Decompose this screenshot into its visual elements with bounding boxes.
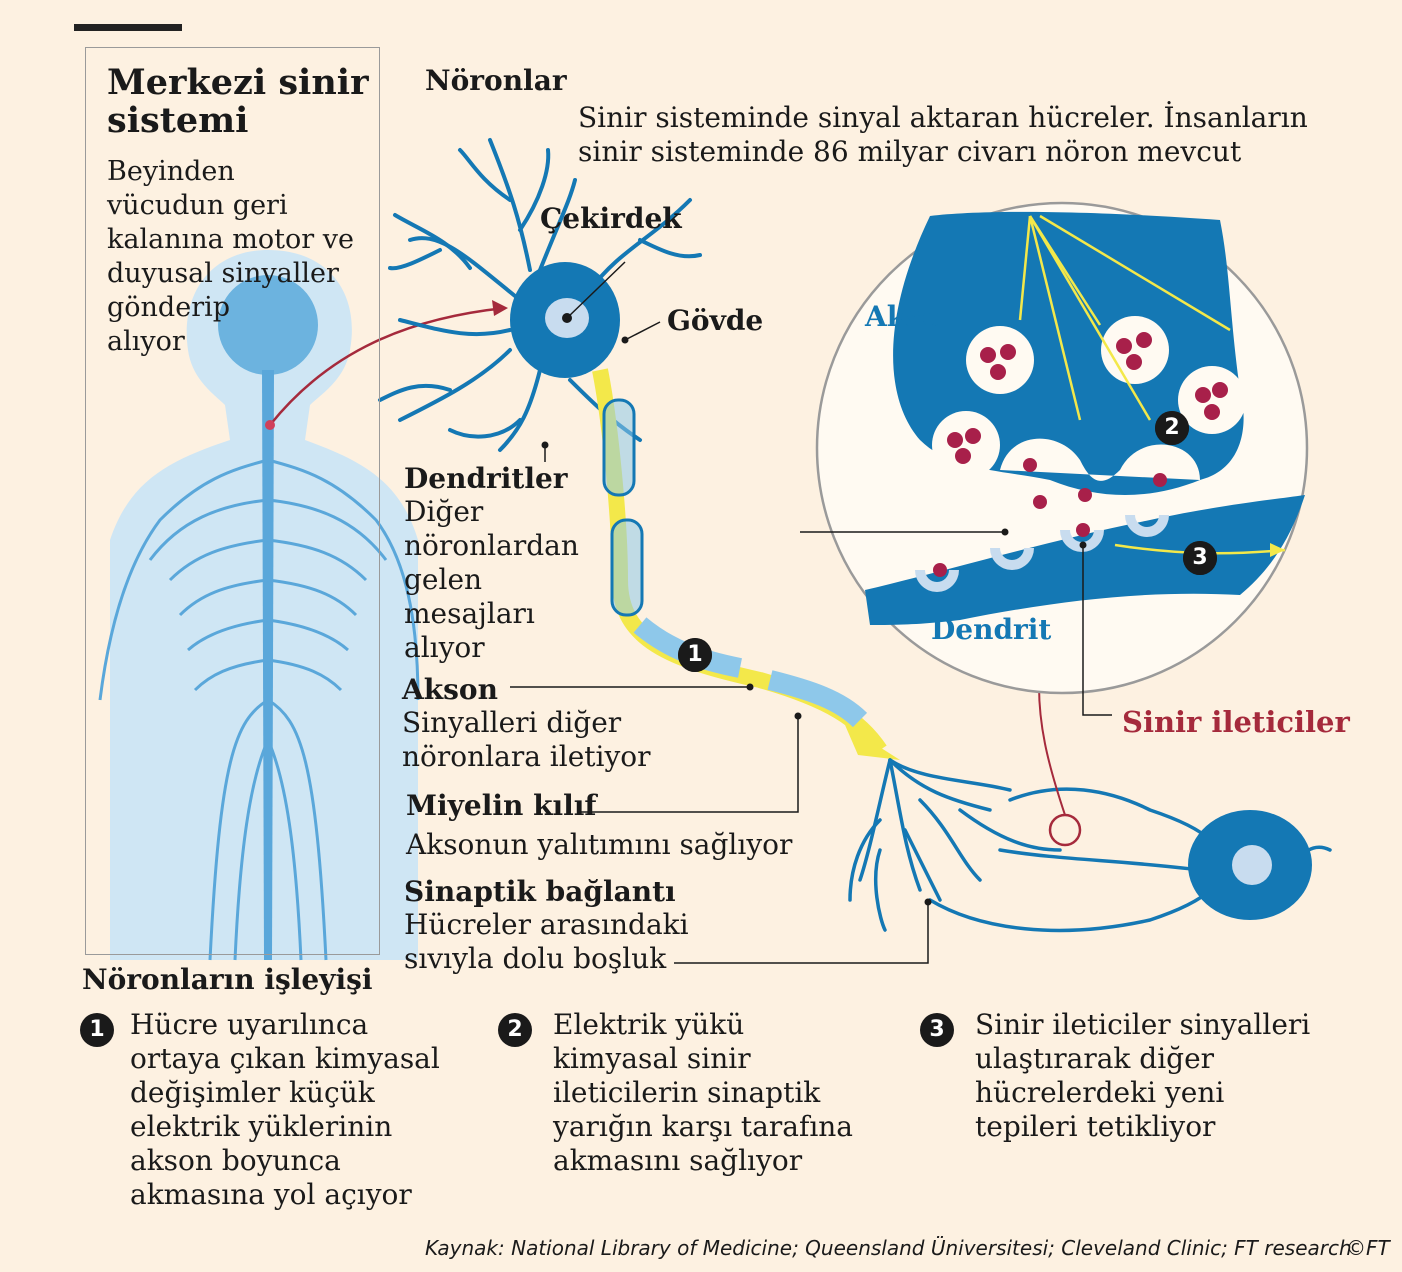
step-line: ortaya çıkan kimyasal — [130, 1042, 440, 1075]
step-2-text: Elektrik yükü kimyasal sinir ileticileri… — [553, 1008, 853, 1178]
synapse-desc-line: Hücreler arasındaki — [404, 908, 689, 941]
marker-3: 3 — [1183, 541, 1217, 575]
neurons-description: Sinir sisteminde sinyal aktaran hücreler… — [578, 101, 1378, 169]
dendrites-desc-line: mesajları — [404, 597, 535, 630]
cns-desc-line: vücudun geri — [107, 190, 288, 221]
how-title: Nöronların işleyişi — [82, 963, 373, 996]
step-line: ulaştırarak diğer — [975, 1042, 1215, 1075]
step-line: değişimler küçük — [130, 1076, 375, 1109]
cns-title: Merkezi sinir sistemi — [107, 62, 369, 141]
step-1-text: Hücre uyarılınca ortaya çıkan kimyasal d… — [130, 1008, 440, 1212]
cns-panel — [85, 47, 380, 955]
axon-title: Akson — [402, 673, 498, 706]
source-note: Kaynak: National Library of Medicine; Qu… — [425, 1236, 1352, 1260]
neurons-title: Nöronlar — [425, 64, 567, 97]
step-1-badge: 1 — [80, 1013, 114, 1047]
cns-desc-line: Beyinden — [107, 156, 235, 187]
neurons-desc-line: sinir sisteminde 86 milyar civarı nöron … — [578, 135, 1242, 168]
copyright: ©FT — [1346, 1236, 1390, 1260]
step-2-badge: 2 — [498, 1013, 532, 1047]
step-line: ileticilerin sinaptik — [553, 1076, 821, 1109]
cns-desc-line: kalanına motor ve — [107, 224, 354, 255]
step-line: akmasına yol açıyor — [130, 1178, 412, 1211]
axon-block: Akson Sinyalleri diğer nöronlara iletiyo… — [402, 673, 651, 774]
step-line: yarığın karşı tarafına — [553, 1110, 854, 1143]
myelin-desc: Aksonun yalıtımını sağlıyor — [406, 828, 793, 861]
nucleus-label: Çekirdek — [540, 202, 682, 235]
synapse-desc-line: sıvıyla dolu boşluk — [404, 942, 667, 975]
step-line: Elektrik yükü — [553, 1008, 745, 1041]
spine-to-neuron-arrow — [269, 306, 506, 426]
zoom-dendrite-label: Dendrit — [931, 613, 1052, 646]
cns-desc-line: alıyor — [107, 326, 185, 357]
step-line: hücrelerdeki yeni — [975, 1076, 1225, 1109]
step-line: akson boyunca — [130, 1144, 341, 1177]
neurons-desc-line: Sinir sisteminde sinyal aktaran hücreler… — [578, 101, 1308, 134]
step-line: kimyasal sinir — [553, 1042, 751, 1075]
dendrites-desc-line: gelen — [404, 563, 483, 596]
dendrites-desc-line: nöronlardan — [404, 529, 579, 562]
top-rule — [74, 24, 182, 31]
step-3-text: Sinir ileticiler sinyalleri ulaştırarak … — [975, 1008, 1310, 1144]
marker-2: 2 — [1155, 411, 1189, 445]
synapse-title: Sinaptik bağlantı — [404, 875, 676, 908]
step-line: akmasını sağlıyor — [553, 1144, 803, 1177]
step-line: Hücre uyarılınca — [130, 1008, 369, 1041]
axon-desc-line: Sinyalleri diğer — [402, 706, 622, 739]
myelin-block: Miyelin kılıf Aksonun yalıtımını sağlıyo… — [406, 789, 792, 862]
dendrites-title: Dendritler — [404, 462, 568, 495]
body-label: Gövde — [667, 304, 764, 337]
step-line: elektrik yüklerinin — [130, 1110, 393, 1143]
step-line: tepileri tetikliyor — [975, 1110, 1216, 1143]
dendrites-block: Dendritler Diğer nöronlardan gelen mesaj… — [404, 462, 579, 665]
step-line: Sinir ileticiler sinyalleri — [975, 1008, 1311, 1041]
synapse-block: Sinaptik bağlantı Hücreler arasındaki sı… — [404, 875, 689, 976]
dendrites-desc-line: Diğer — [404, 495, 484, 528]
dendrites-desc-line: alıyor — [404, 631, 485, 664]
cns-desc-line: gönderip — [107, 292, 231, 323]
zoom-axon-label: Akson — [865, 300, 961, 333]
step-3-badge: 3 — [920, 1013, 954, 1047]
axon-desc-line: nöronlara iletiyor — [402, 740, 651, 773]
cns-desc-line: duyusal sinyaller — [107, 258, 339, 289]
synapse-zoom — [800, 201, 1309, 716]
cns-description: Beyinden vücudun geri kalanına motor ve … — [107, 155, 377, 359]
human-body-figure — [98, 250, 420, 961]
neurotransmitters-label: Sinir ileticiler — [1122, 705, 1350, 739]
myelin-title: Miyelin kılıf — [406, 789, 597, 822]
marker-1: 1 — [678, 638, 712, 672]
